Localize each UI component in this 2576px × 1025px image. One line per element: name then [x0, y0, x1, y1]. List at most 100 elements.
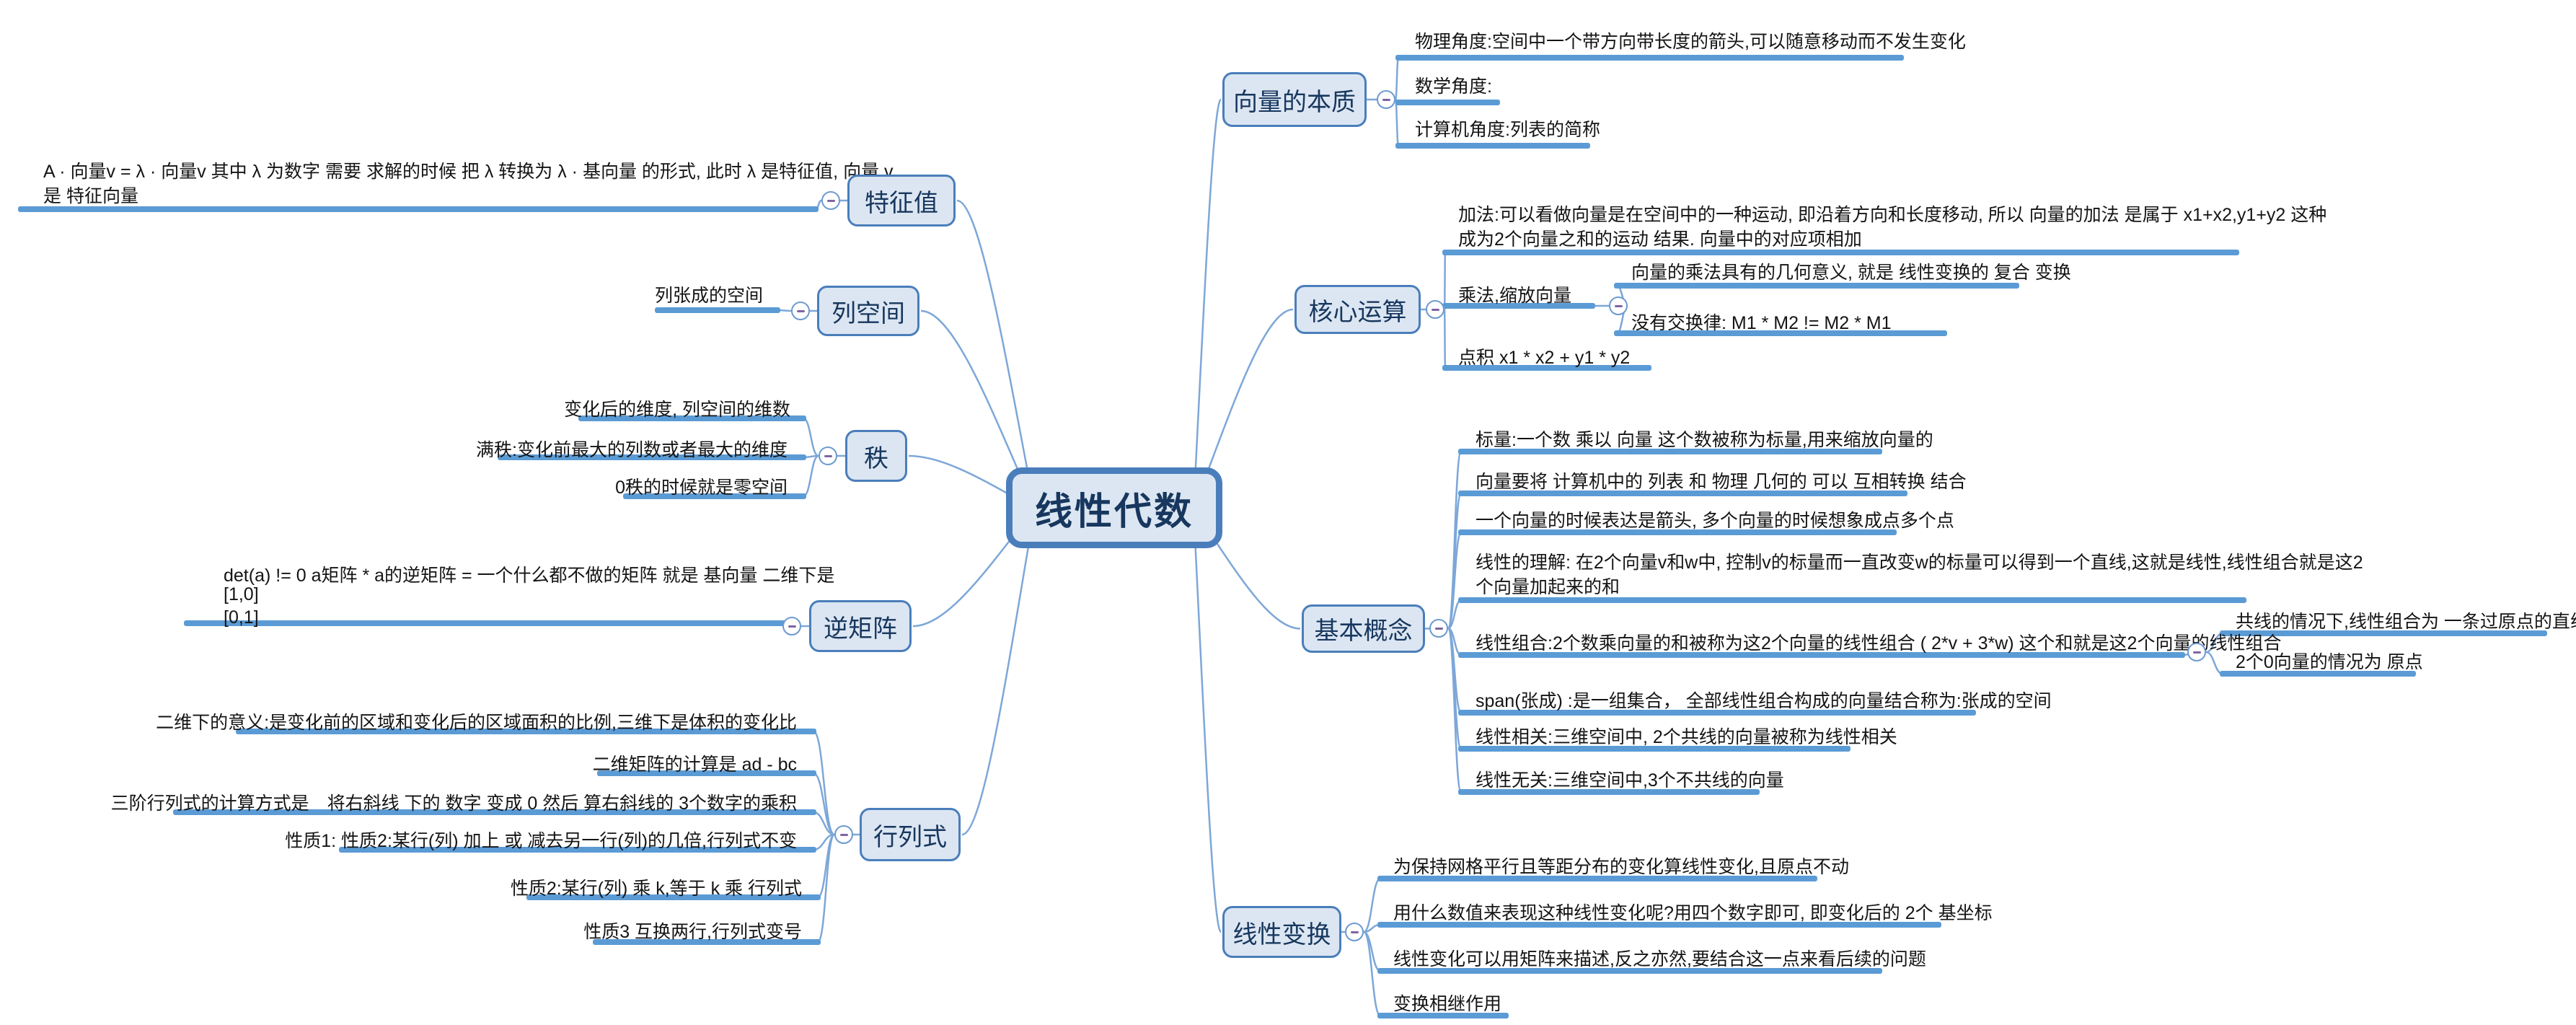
connector-curve	[1443, 251, 1447, 311]
topic-underline	[1442, 250, 2239, 255]
leaf-topic-text[interactable]: 标量:一个数 乘以 向量 这个数被称为标量,用来缩放向量的	[1476, 430, 1933, 450]
leaf-topic-text[interactable]: 线性组合:2个数乘向量的和被称为这2个向量的线性组合 ( 2*v + 3*w) …	[1476, 633, 2282, 654]
leaf-topic-text[interactable]: [0,1]	[224, 607, 259, 628]
collapse-toggle[interactable]	[782, 617, 801, 635]
leaf-topic-text[interactable]: 物理角度:空间中一个带方向带长度的箭头,可以随意移动而不发生变化	[1415, 32, 1966, 52]
leaf-topic-text[interactable]: 共线的情况下,线性组合为 一条过原点的直线	[2236, 612, 2576, 632]
collapse-toggle[interactable]	[1345, 923, 1364, 941]
leaf-topic-text[interactable]: 性质3 互换两行,行列式变号	[583, 922, 802, 942]
minus-icon	[1434, 627, 1443, 630]
branch-node-7[interactable]: 秩	[845, 430, 907, 482]
collapse-toggle[interactable]	[1429, 619, 1448, 638]
collapse-toggle[interactable]	[1377, 90, 1395, 109]
topic-underline	[597, 770, 816, 776]
minus-icon	[1350, 931, 1359, 933]
leaf-topic-text[interactable]: 向量的乘法具有的几何意义, 就是 线性变换的 复合 变换	[1631, 263, 2071, 283]
minus-icon	[1614, 304, 1623, 307]
leaf-topic-text[interactable]: 为保持网格平行且等距分布的变化算线性变化,且原点不动	[1393, 857, 1849, 877]
leaf-topic-text[interactable]: 0秩的时候就是零空间	[615, 478, 788, 498]
central-topic[interactable]: 线性代数	[1006, 467, 1222, 548]
leaf-topic-text[interactable]: 变换相继作用	[1393, 994, 1502, 1014]
connector-curve	[813, 772, 835, 836]
collapse-toggle[interactable]	[791, 302, 810, 320]
leaf-topic-text[interactable]: 没有交换律: M1 * M2 != M2 * M1	[1631, 313, 1892, 333]
connector-curve	[1443, 308, 1447, 369]
topic-underline	[1442, 303, 1595, 309]
connector-curve	[803, 417, 819, 457]
minus-icon	[1382, 98, 1390, 101]
leaf-topic-text[interactable]: 满秩:变化前最大的列数或者最大的维度	[476, 440, 788, 460]
topic-underline	[1395, 55, 1904, 61]
topic-underline	[578, 415, 806, 421]
leaf-topic-text[interactable]: 计算机角度:列表的简称	[1415, 120, 1600, 140]
leaf-topic-text[interactable]: 变化后的维度, 列空间的维数	[564, 400, 790, 420]
leaf-topic-text[interactable]: 性质1: 性质2:某行(列) 加上 或 减去另一行(列)的几倍,行列式不变	[285, 831, 797, 851]
branch-node-3[interactable]: 基本概念	[1302, 604, 1425, 653]
leaf-topic-text[interactable]: 乘法,缩放向量	[1458, 286, 1571, 306]
branch-node-1[interactable]: 向量的本质	[1222, 72, 1367, 127]
topic-underline	[236, 729, 816, 734]
topic-underline	[1442, 365, 1651, 371]
topic-underline	[173, 809, 816, 815]
branch-node-8[interactable]: 逆矩阵	[809, 600, 912, 652]
branch-node-5[interactable]: 特征值	[847, 175, 956, 226]
topic-underline	[498, 454, 806, 460]
leaf-topic-text[interactable]: [1,0]	[224, 584, 259, 604]
connector-curve	[803, 454, 819, 498]
collapse-toggle[interactable]	[2187, 643, 2206, 661]
topic-underline	[1458, 652, 2185, 658]
collapse-toggle[interactable]	[819, 446, 837, 465]
collapse-toggle[interactable]	[834, 825, 853, 844]
branch-node-4[interactable]: 线性变换	[1222, 906, 1341, 958]
topic-underline	[1377, 1013, 1509, 1019]
leaf-topic-text[interactable]: 一个向量的时候表达是箭头, 多个向量的时候想象成点多个点	[1476, 511, 1954, 531]
leaf-topic-text[interactable]: 列张成的空间	[654, 286, 763, 306]
branch-node-2[interactable]: 核心运算	[1294, 285, 1421, 334]
leaf-topic-text[interactable]: 二维矩阵的计算是 ad - bc	[592, 755, 797, 775]
connector-curve	[1447, 531, 1463, 630]
connector-curve	[1394, 98, 1400, 147]
topic-underline	[1395, 143, 1590, 149]
leaf-topic-text[interactable]: 线性无关:三维空间中,3个不共线的向量	[1476, 770, 1784, 791]
leaf-topic-text[interactable]: 性质2:某行(列) 乘 k,等于 k 乘 行列式	[510, 879, 802, 899]
branch-node-6[interactable]: 列空间	[817, 286, 919, 336]
leaf-topic-text[interactable]: span(张成) :是一组集合， 全部线性组合构成的向量结合称为:张成的空间	[1476, 691, 2052, 711]
topic-underline	[2220, 671, 2416, 677]
collapse-toggle[interactable]	[821, 191, 840, 210]
leaf-topic-text[interactable]: A · 向量v = λ · 向量v 其中 λ 为数字 需要 求解的时候 把 λ …	[43, 162, 894, 182]
topic-underline	[339, 847, 816, 853]
minus-icon	[788, 625, 796, 628]
leaf-topic-text[interactable]: 成为2个向量之和的运动 结果. 向量中的对应项相加	[1458, 229, 1862, 250]
minus-icon	[839, 833, 848, 836]
minus-icon	[824, 454, 832, 457]
topic-underline	[1458, 529, 1897, 535]
connector-curve	[956, 199, 1036, 509]
collapse-toggle[interactable]	[1609, 296, 1628, 315]
topic-underline	[1458, 449, 1882, 454]
leaf-topic-text[interactable]: 是 特征向量	[43, 186, 138, 206]
leaf-topic-text[interactable]: 用什么数值来表现这种线性变化呢?用四个数字即可, 即变化后的 2个 基坐标	[1393, 903, 1993, 923]
leaf-topic-text[interactable]: 线性相关:三维空间中, 2个共线的向量被称为线性相关	[1476, 727, 1897, 747]
topic-underline	[2220, 630, 2547, 636]
leaf-topic-text[interactable]: 加法:可以看做向量是在空间中的一种运动, 即沿着方向和长度移动, 所以 向量的加…	[1458, 205, 2327, 225]
leaf-topic-text[interactable]: 2个0向量的情况为 原点	[2236, 652, 2423, 672]
leaf-topic-text[interactable]: det(a) != 0 a矩阵 * a的逆矩阵 = 一个什么都不做的矩阵 就是 …	[224, 566, 835, 586]
branch-node-9[interactable]: 行列式	[860, 808, 961, 861]
leaf-topic-text[interactable]: 线性的理解: 在2个向量v和w中, 控制v的标量而一直改变w的标量可以得到一个直…	[1476, 553, 2363, 573]
leaf-topic-text[interactable]: 数学角度:	[1415, 76, 1492, 97]
topic-underline	[1614, 283, 2019, 289]
connector-curve	[816, 833, 836, 943]
leaf-topic-text[interactable]: 二维下的意义:是变化前的区域和变化后的区域面积的比例,三维下是体积的变化比	[156, 713, 797, 733]
topic-underline	[1614, 330, 1947, 336]
leaf-topic-text[interactable]: 线性变化可以用矩阵来描述,反之亦然,要结合这一点来看后续的问题	[1393, 949, 1926, 969]
minus-icon	[1431, 308, 1439, 311]
collapse-toggle[interactable]	[1426, 300, 1444, 319]
leaf-topic-text[interactable]: 个向量加起来的和	[1476, 577, 1620, 597]
connector-curve	[813, 730, 835, 836]
topic-underline	[1458, 789, 1760, 795]
leaf-topic-text[interactable]: 点积 x1 * x2 + y1 * y2	[1458, 348, 1631, 368]
leaf-topic-text[interactable]: 向量要将 计算机中的 列表 和 物理 几何的 可以 互相转换 结合	[1476, 472, 1967, 492]
leaf-topic-text[interactable]: 三阶行列式的计算方式是 将右斜线 下的 数字 变成 0 然后 算右斜线的 3个数…	[110, 793, 797, 814]
